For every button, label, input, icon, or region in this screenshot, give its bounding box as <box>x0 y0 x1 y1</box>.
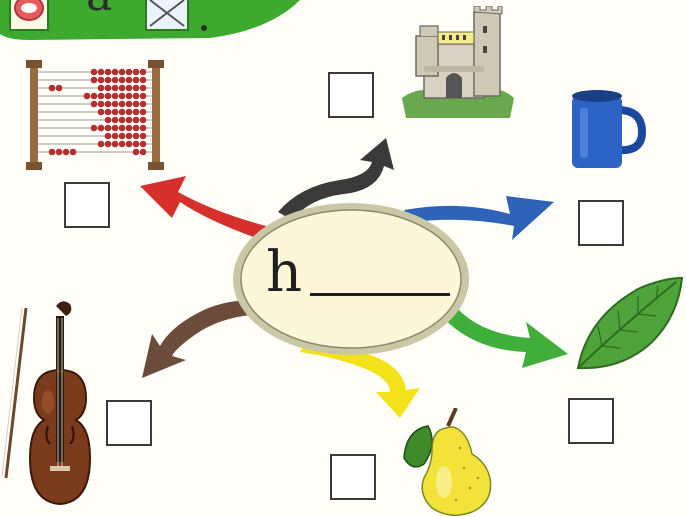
center-ellipse <box>233 203 469 355</box>
red-arrow <box>140 176 266 240</box>
violin-checkbox[interactable] <box>106 400 152 446</box>
yellow-arrow <box>300 340 420 418</box>
crossed-box-icon <box>145 0 189 31</box>
abacus-icon <box>26 60 164 170</box>
mug-icon <box>572 90 647 168</box>
violin-icon <box>1 301 92 506</box>
black-arrow <box>278 138 394 220</box>
castle-checkbox[interactable] <box>328 72 374 118</box>
leaf-checkbox[interactable] <box>568 398 614 444</box>
center-letter: h <box>266 240 303 305</box>
instruction-banner <box>0 0 300 40</box>
brown-arrow <box>142 299 266 378</box>
mouth-icon <box>9 0 49 31</box>
abacus-checkbox[interactable] <box>64 182 110 228</box>
mug-checkbox[interactable] <box>578 200 624 246</box>
pear-icon <box>403 408 492 516</box>
answer-blank-line <box>310 293 450 296</box>
pear-checkbox[interactable] <box>330 454 376 500</box>
instruction-text: a <box>86 0 112 18</box>
leaf-icon <box>576 276 684 370</box>
castle-icon <box>402 6 514 118</box>
green-arrow <box>438 302 568 368</box>
blue-arrow <box>404 196 554 240</box>
